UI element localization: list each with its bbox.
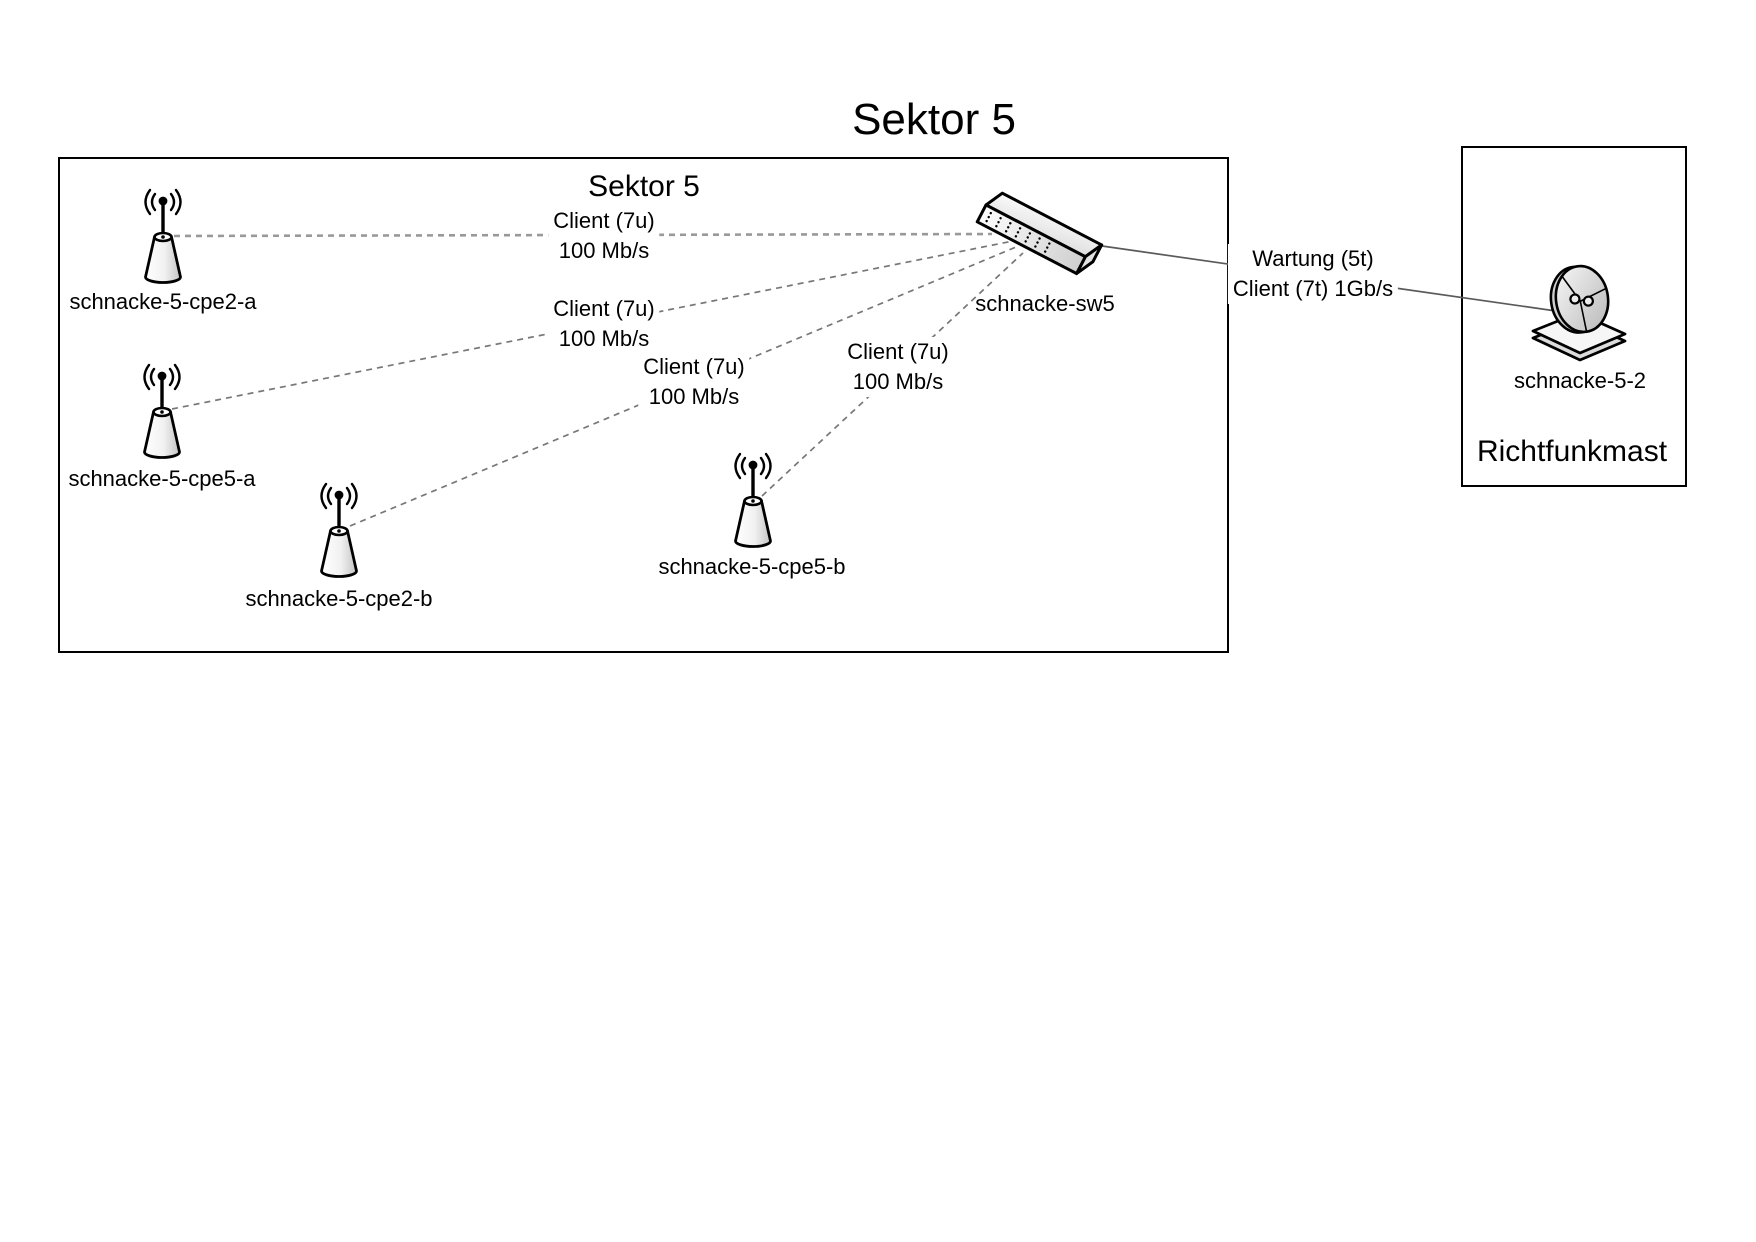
- device-label-cpe2-a: schnacke-5-cpe2-a: [69, 289, 257, 314]
- antenna-icon-cpe2-b: [319, 482, 359, 579]
- device-label-cpe5-b: schnacke-5-cpe5-b: [658, 554, 846, 579]
- link-label-line1: Client (7u): [553, 296, 655, 321]
- antenna-icon-cpe5-b: [733, 452, 773, 549]
- device-label-cpe5-a: schnacke-5-cpe5-a: [68, 466, 256, 491]
- antenna-icon-cpe5-a: [142, 363, 182, 460]
- uplink-label: Wartung (5t) Client (7t) 1Gb/s: [1227, 244, 1399, 304]
- richtfunkmast-box: [1461, 146, 1687, 487]
- link-label-cpe2-a: Client (7u) 100 Mb/s: [548, 206, 660, 266]
- richtfunkmast-box-title: Richtfunkmast: [1476, 435, 1668, 468]
- satellite-dish-icon: [1531, 264, 1627, 362]
- device-label-schnacke-5-2: schnacke-5-2: [1513, 368, 1647, 393]
- switch-ports: [985, 211, 1051, 253]
- link-label-line2: 100 Mb/s: [648, 384, 740, 409]
- device-label-cpe2-b: schnacke-5-cpe2-b: [245, 586, 433, 611]
- link-label-line2: 100 Mb/s: [558, 326, 650, 351]
- page-title: Sektor 5: [852, 95, 1016, 144]
- link-label-line1: Client (7u): [643, 354, 745, 379]
- device-label-sw5: schnacke-sw5: [975, 291, 1115, 316]
- sektor5-box-title: Sektor 5: [588, 170, 700, 203]
- link-label-cpe5-b: Client (7u) 100 Mb/s: [842, 337, 954, 397]
- link-label-cpe2-b: Client (7u) 100 Mb/s: [638, 352, 750, 412]
- switch-icon: [975, 191, 1104, 276]
- uplink-label-line1: Wartung (5t): [1252, 246, 1374, 271]
- uplink-label-line2: Client (7t) 1Gb/s: [1232, 276, 1394, 301]
- link-label-line1: Client (7u): [553, 208, 655, 233]
- link-label-line2: 100 Mb/s: [852, 369, 944, 394]
- link-label-cpe5-a: Client (7u) 100 Mb/s: [548, 294, 660, 354]
- sektor5-box: [58, 157, 1229, 653]
- link-label-line2: 100 Mb/s: [558, 238, 650, 263]
- link-label-line1: Client (7u): [847, 339, 949, 364]
